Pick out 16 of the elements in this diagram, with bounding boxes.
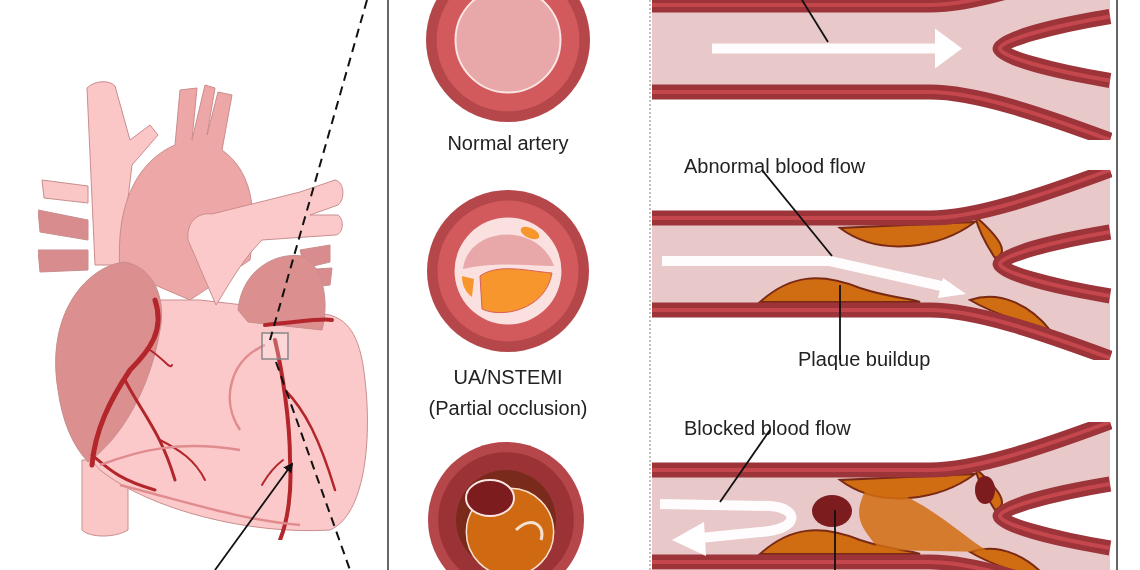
leader-line xyxy=(839,284,841,361)
caption-text: Normal artery xyxy=(446,131,570,156)
arrow xyxy=(214,462,294,570)
callout-label: Blocked blood flow xyxy=(684,413,851,443)
normal-artery-cross-section-drawing xyxy=(425,0,591,124)
callout-label: Plaque buildup xyxy=(798,344,931,374)
normal-artery-drawing xyxy=(652,0,1112,140)
callout-label: Abnormal blood flow xyxy=(684,151,866,181)
leader-line xyxy=(761,169,833,257)
partially-occluded-artery-cross-section-drawing xyxy=(425,189,591,353)
caption-text: UA/NSTEMI (Partial occlusion) xyxy=(427,365,589,421)
leader-line xyxy=(719,429,771,503)
leader-line xyxy=(834,509,836,570)
blocked-artery-cross-section-drawing xyxy=(428,442,584,570)
leader-line xyxy=(801,0,829,43)
blocked-artery-drawing xyxy=(652,422,1112,570)
